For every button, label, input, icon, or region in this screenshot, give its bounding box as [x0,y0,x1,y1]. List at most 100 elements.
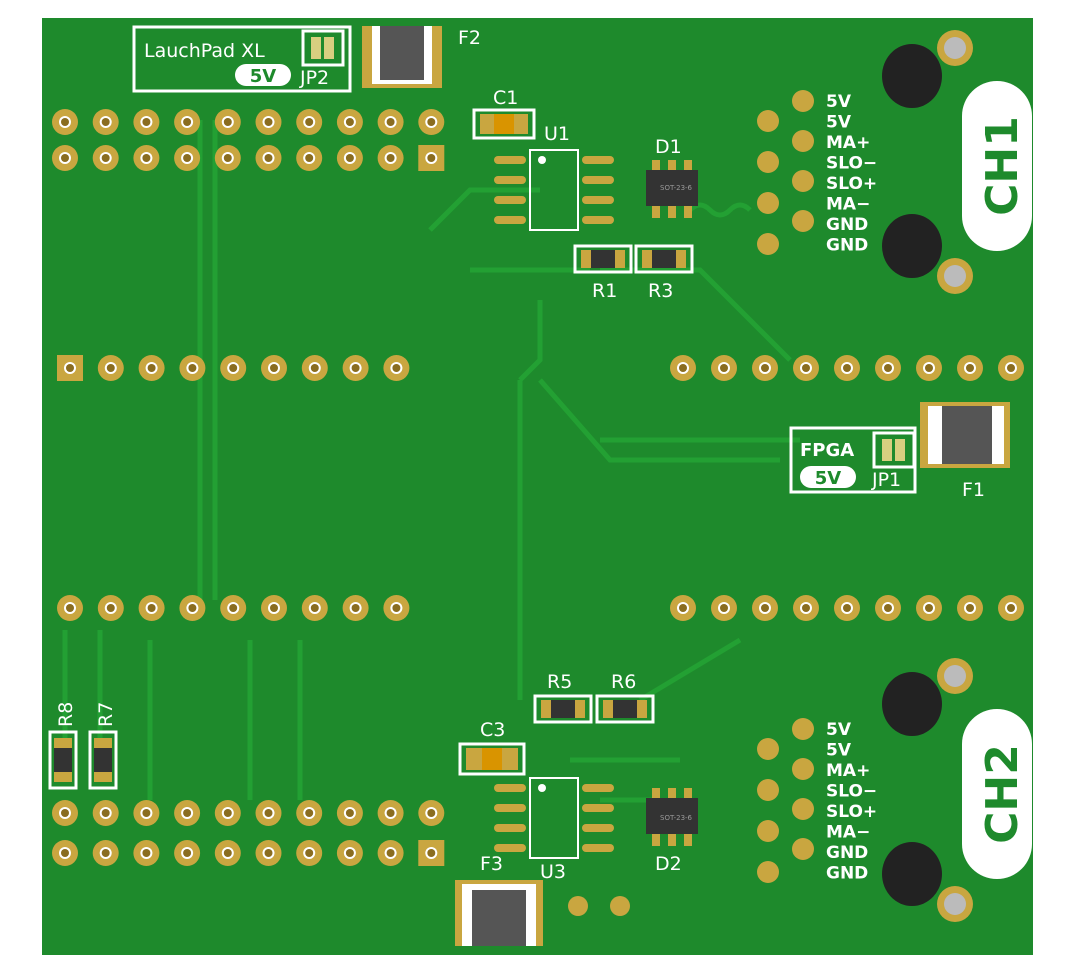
u3-label: U3 [540,861,566,883]
pin-label: MA− [826,823,870,843]
mounting-post-icon [882,44,942,108]
header-pin [255,800,282,826]
header-pin [342,355,369,381]
pin-label: 5V [826,92,852,112]
r3-label: R3 [648,280,673,302]
header-pin [301,595,328,621]
fpga-voltage: 5V [815,468,842,489]
header-pin [214,109,241,135]
mounting-post-icon [882,672,942,736]
pin-label: SLO+ [826,174,877,194]
header-pin [793,355,819,381]
header-pin [418,109,445,135]
header-pin [92,145,119,171]
pin-label: SLO+ [826,802,877,822]
connector-pin [792,718,814,740]
header-pin [57,355,83,381]
header-pin [418,800,445,826]
u1-label: U1 [544,123,570,145]
header-pin [916,595,942,621]
pin-label: GND [826,236,868,256]
header-pin [834,355,860,381]
connector-pin [757,110,779,132]
header-pin [418,145,445,171]
header-pin [998,355,1024,381]
header-pin [296,840,323,866]
channel-title: CH2 [977,744,1028,844]
header-pin [296,109,323,135]
launchpad-voltage: 5V [250,66,277,87]
header-pin [377,109,404,135]
connector-pin [792,170,814,192]
connector-pin [792,758,814,780]
connector-pin [757,779,779,801]
channel-title: CH1 [977,116,1028,216]
jp1-label: JP1 [871,469,901,491]
pin-label: MA− [826,195,870,215]
header-pin [92,109,119,135]
f3-label: F3 [480,853,503,875]
pin-label: SLO− [826,154,877,174]
header-pin [957,595,983,621]
header-pin [214,800,241,826]
header-pin [220,595,247,621]
header-pin [336,109,363,135]
jp2-label: JP2 [299,67,329,89]
header-pin [957,355,983,381]
header-pin [752,595,778,621]
copper-traces [65,120,800,960]
header-pin [998,595,1024,621]
header-pin [174,800,201,826]
pin-label: GND [826,215,868,235]
header-pin [752,355,778,381]
d1-label: D1 [655,136,682,158]
header-pin [179,595,206,621]
pin-label: GND [826,843,868,863]
pin-label: MA+ [826,761,870,781]
header-pin [916,355,942,381]
header-pin [261,355,287,381]
header-pin [670,355,696,381]
header-pin [174,840,201,866]
launchpad-label: LauchPad XL [144,40,265,62]
header-pin [875,595,901,621]
header-pin [255,109,282,135]
header-pin [92,800,119,826]
header-pin [793,595,819,621]
header-pin [377,800,404,826]
header-pin [336,840,363,866]
header-pin [97,355,124,381]
header-pin [92,840,119,866]
header-pin [138,595,165,621]
f1-label: F1 [962,479,985,501]
header-pin [214,840,241,866]
r7-label: R7 [95,702,117,727]
header-pin [875,355,901,381]
header-pin [174,109,201,135]
pin-label: MA+ [826,133,870,153]
header-pin [255,145,282,171]
connector-pin [792,838,814,860]
header-pin [377,145,404,171]
connector-pin [757,861,779,883]
d2-chip-marking: SOT-23-6 [660,814,693,822]
header-pin [133,145,160,171]
header-pin [97,595,124,621]
d1-chip-marking: SOT-23-6 [660,184,693,192]
header-pin [711,355,737,381]
header-pin [220,355,247,381]
header-pin [52,145,78,171]
header-pin [52,800,78,826]
header-pin [670,595,696,621]
connector-pin [757,738,779,760]
header-pin [174,145,201,171]
header-holes [52,109,1024,866]
header-pin [255,840,282,866]
header-pin [296,145,323,171]
d2-label: D2 [655,853,682,875]
header-pin [261,595,287,621]
pin-label: 5V [826,720,852,740]
header-pin [214,145,241,171]
